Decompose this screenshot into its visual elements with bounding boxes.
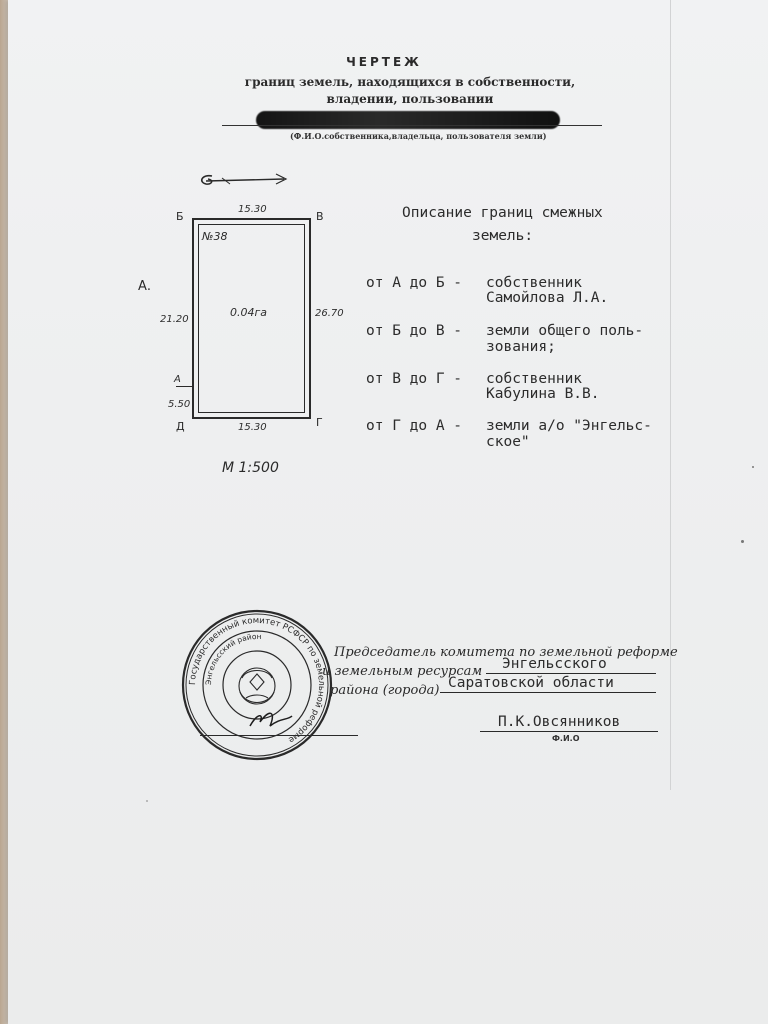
boundary-ab-line1: собственник: [486, 275, 583, 291]
district-city-label: района (города): [330, 683, 440, 698]
outside-label-a: А.: [138, 279, 152, 294]
name-caption: Ф.И.О: [552, 734, 580, 743]
corner-label-g: Г: [316, 416, 323, 429]
boundary-bv-line1: земли общего поль-: [486, 323, 644, 339]
signature-line: [200, 735, 358, 736]
map-scale: М 1:500: [222, 460, 279, 476]
redacted-owner-name: [256, 111, 560, 129]
document-subtitle-line2: владении, пользовании: [326, 92, 494, 106]
corner-label-v: В: [316, 210, 324, 223]
document-sheet: [8, 0, 768, 1024]
description-heading-line2: земель:: [472, 228, 534, 244]
boundary-vg-line1: собственник: [486, 371, 583, 387]
point-label-a: А: [174, 374, 181, 385]
chairman-name: П.К.Овсянников: [498, 714, 621, 730]
region-underline: [440, 692, 656, 693]
north-arrow-icon: [200, 173, 288, 185]
boundary-ga-line1: земли а/о "Энгельс-: [486, 418, 652, 434]
dimension-lower-left: 5.50: [168, 399, 191, 410]
handwritten-signature: [249, 712, 293, 727]
dimension-left: 21.20: [160, 314, 189, 325]
official-stamp: Государственный комитет РСФСР по земельн…: [181, 609, 333, 761]
boundary-bv-line2: зования;: [486, 339, 556, 355]
plot-area: 0.04га: [230, 306, 268, 319]
sheet-edge: [670, 0, 768, 790]
paper-speck: [752, 466, 754, 468]
chairman-title: Председатель комитета по земельной рефор…: [334, 645, 678, 660]
dimension-bottom: 15.30: [238, 422, 267, 433]
paper-speck: [146, 800, 148, 802]
boundary-vg-line2: Кабулина В.В.: [486, 386, 600, 402]
document-subtitle-line1: границ земель, находящихся в собственнос…: [244, 75, 576, 89]
corner-label-d: Д: [176, 420, 185, 433]
document-title: ЧЕРТЕЖ: [346, 55, 422, 69]
boundary-ga-line2: ское": [486, 434, 530, 450]
district-name: Энгельсского: [502, 656, 607, 672]
plot-number: №38: [202, 230, 228, 243]
emblem-icon: [238, 667, 276, 705]
paper-speck: [741, 540, 744, 543]
district-underline: [486, 673, 656, 674]
boundary-from-g-to-a: от Г до А -: [366, 418, 463, 434]
owner-caption: (Ф.И.О.собственника,владельца, пользоват…: [290, 131, 547, 141]
land-plot-outline: [192, 218, 311, 419]
name-underline: [480, 731, 658, 732]
boundary-from-b-to-v: от Б до В -: [366, 323, 463, 339]
region-name: Саратовской области: [448, 675, 614, 691]
description-heading: Описание границ смежных: [402, 205, 603, 221]
dimension-right: 26.70: [315, 308, 344, 319]
boundary-ab-line2: Самойлова Л.А.: [486, 290, 609, 306]
boundary-from-v-to-g: от В до Г -: [366, 371, 463, 387]
dimension-top: 15.30: [238, 204, 267, 215]
corner-label-b: Б: [176, 210, 184, 223]
boundary-from-a-to-b: от А до Б -: [366, 275, 463, 291]
point-a-marker: [176, 386, 192, 387]
owner-underline: [222, 125, 602, 126]
committee-line: и земельным ресурсам: [322, 664, 483, 679]
